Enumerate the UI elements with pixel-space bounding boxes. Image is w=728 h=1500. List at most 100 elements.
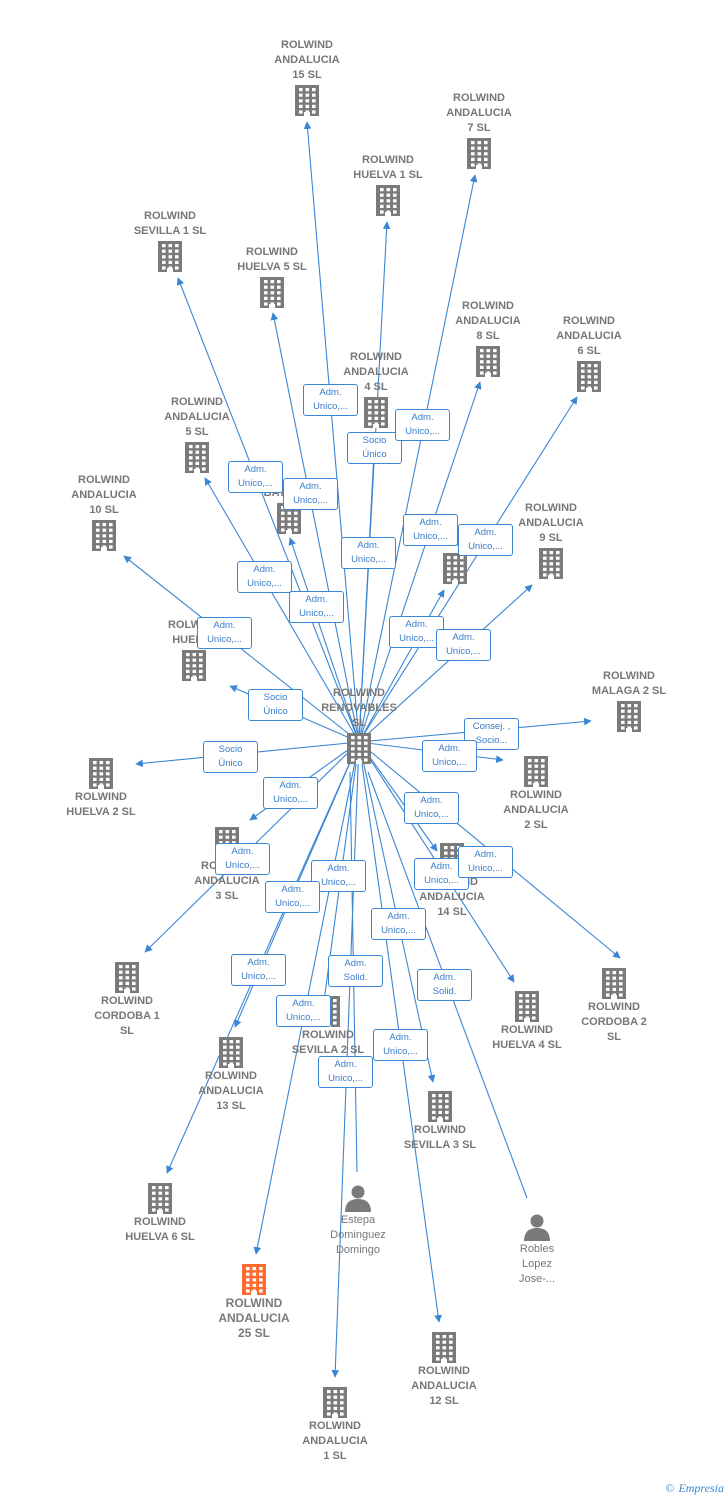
edge-role-label[interactable]: Adm. Unico,... <box>263 777 318 809</box>
edge-role-label[interactable]: Adm. Unico,... <box>373 1029 428 1061</box>
node-label: ROLWIND ANDALUCIA 6 SL <box>556 315 622 357</box>
person-node[interactable]: Robles Lopez Jose-... <box>482 1212 592 1287</box>
company-node[interactable]: ROLWIND ANDALUCIA 15 SL <box>252 38 362 117</box>
building-icon <box>219 1037 243 1068</box>
edge-role-label[interactable]: Adm. Unico,... <box>311 860 366 892</box>
edge-a10 <box>123 555 360 743</box>
edge-role-label[interactable]: Adm. Unico,... <box>197 617 252 649</box>
company-node[interactable]: ROLWIND ANDALUCIA 4 SL <box>321 350 431 429</box>
node-label: ROLWIND ANDALUCIA 9 SL <box>518 502 584 544</box>
building-icon <box>524 756 548 787</box>
company-node[interactable]: ROLWIND RENOVABLES SL <box>304 686 414 765</box>
company-node[interactable]: ROLWIND HUELVA 5 SL <box>217 245 327 309</box>
company-node[interactable]: ROLWIND SEVILLA 1 SL <box>115 209 225 273</box>
node-label: ROLWIND ANDALUCIA 5 SL <box>164 396 230 438</box>
company-node[interactable]: ROLWIND HUELVA 4 SL <box>472 989 582 1053</box>
edge-role-label[interactable]: Socio Único <box>347 432 402 464</box>
node-label: ROLWIND ANDALUCIA 1 SL <box>302 1420 368 1462</box>
company-node[interactable]: ROLWIND MALAGA 2 SL <box>574 669 684 733</box>
company-node[interactable]: ROLWIND ANDALUCIA 1 SL <box>280 1385 390 1464</box>
node-label: ROLWIND ANDALUCIA 12 SL <box>411 1365 477 1407</box>
company-node[interactable]: ROLWIND CORDOBA 2 SL <box>559 966 669 1045</box>
edge-role-label[interactable]: Adm. Unico,... <box>237 561 292 593</box>
company-node[interactable]: ROLWIND ANDALUCIA 12 SL <box>389 1330 499 1409</box>
node-label: ROLWIND ANDALUCIA 15 SL <box>274 39 340 81</box>
edge-role-label[interactable]: Adm. Unico,... <box>318 1056 373 1088</box>
company-node[interactable]: ROLWIND HUELVA 1 SL <box>333 153 443 217</box>
edge-role-label[interactable]: Adm. Unico,... <box>404 792 459 824</box>
node-label: ROLWIND HUELVA 2 SL <box>66 791 136 818</box>
building-icon <box>347 733 371 764</box>
node-label: ROLWIND MALAGA 2 SL <box>591 670 667 697</box>
edge-role-label[interactable]: Adm. Unico,... <box>276 995 331 1027</box>
building-icon <box>148 1183 172 1214</box>
edge-hu5 <box>270 312 360 743</box>
edge-se1 <box>176 277 360 743</box>
company-node[interactable]: ROLWIND ANDALUCIA 13 SL <box>176 1035 286 1114</box>
node-label: ROLWIND SEVILLA 2 SL <box>291 1029 365 1056</box>
node-label: ROLWIND SEVILLA 3 SL <box>403 1124 477 1151</box>
company-node[interactable]: ROLWIND ANDALUCIA 8 SL <box>433 299 543 378</box>
edge-role-label[interactable]: Adm. Unico,... <box>389 616 444 648</box>
node-label: ROLWIND HUELVA 4 SL <box>492 1024 562 1051</box>
person-icon <box>524 1214 550 1241</box>
building-icon <box>376 185 400 216</box>
edge-role-label[interactable]: Adm. Unico,... <box>436 629 491 661</box>
edge-a4 <box>358 432 379 743</box>
building-icon <box>577 361 601 392</box>
focus-company-node[interactable]: ROLWIND ANDALUCIA 25 SL <box>199 1262 309 1341</box>
node-label: Estepa Dominguez Domingo <box>330 1214 386 1256</box>
edge-role-label[interactable]: Adm. Unico,... <box>303 384 358 416</box>
edge-role-label[interactable]: Adm. Unico,... <box>215 843 270 875</box>
edge-a8 <box>358 381 482 743</box>
company-node[interactable]: ROLWIND ANDALUCIA 5 SL <box>142 395 252 474</box>
company-node[interactable]: ROLWIND ANDALUCIA 7 SL <box>424 91 534 170</box>
edge-role-label[interactable]: Adm. Solid. <box>328 955 383 987</box>
edge-a9 <box>358 584 533 743</box>
edge-role-label[interactable]: Adm. Unico,... <box>228 461 283 493</box>
edge-role-label[interactable]: Adm. Unico,... <box>371 908 426 940</box>
company-node[interactable]: ROLWIND CORDOBA 1 SL <box>72 960 182 1039</box>
edge-a7 <box>358 174 478 743</box>
building-icon <box>432 1332 456 1363</box>
company-node[interactable]: ROLWIND ANDALUCIA 9 SL <box>496 501 606 580</box>
edge-role-label[interactable]: Adm. Unico,... <box>395 409 450 441</box>
node-label: ROLWIND ANDALUCIA 25 SL <box>218 1296 290 1340</box>
edge-role-label[interactable]: Adm. Unico,... <box>458 846 513 878</box>
edge-role-label[interactable]: Consej. , Socio... <box>464 718 519 750</box>
node-label: ROLWIND SEVILLA 1 SL <box>133 210 207 237</box>
edge-role-label[interactable]: Adm. Solid. <box>417 969 472 1001</box>
company-node[interactable]: ROLWIND ANDALUCIA 10 SL <box>49 473 159 552</box>
node-label: ROLWIND CORDOBA 2 SL <box>581 1001 647 1043</box>
building-icon <box>295 85 319 116</box>
company-node[interactable]: ROLWIND ANDALUCIA 2 SL <box>481 754 591 833</box>
building-icon <box>260 277 284 308</box>
edge-role-label[interactable]: Adm. Unico,... <box>289 591 344 623</box>
node-label: ROLWIND ANDALUCIA 7 SL <box>446 92 512 134</box>
edge-role-label[interactable]: Adm. Unico,... <box>403 514 458 546</box>
edge-role-label[interactable]: Adm. Unico,... <box>341 537 396 569</box>
building-icon <box>158 241 182 272</box>
brand-watermark[interactable]: ©Empresia <box>665 1481 724 1496</box>
edge-role-label[interactable]: Adm. Unico,... <box>458 524 513 556</box>
building-icon <box>443 553 467 584</box>
node-label: ROLWIND CORDOBA 1 SL <box>94 995 160 1037</box>
company-node[interactable]: ROLWIND HUELVA 6 SL <box>105 1181 215 1245</box>
edge-role-label[interactable]: Socio Único <box>203 741 258 773</box>
node-label: ROLWIND HUELVA 6 SL <box>125 1216 195 1243</box>
node-label: ROLWIND HUELVA 1 SL <box>353 154 423 181</box>
person-node[interactable]: Estepa Dominguez Domingo <box>303 1183 413 1258</box>
edge-role-label[interactable]: Socio Único <box>248 689 303 721</box>
edge-role-label[interactable]: Adm. Unico,... <box>283 478 338 510</box>
edge-a5 <box>204 477 360 743</box>
edge-role-label[interactable]: Adm. Unico,... <box>231 954 286 986</box>
edge-role-label[interactable]: Adm. Unico,... <box>422 740 477 772</box>
company-node[interactable]: ROLWIND ANDALUCIA 6 SL <box>534 314 644 393</box>
company-node[interactable]: ROLWIND HUELVA 2 SL <box>46 756 156 820</box>
edge-role-label[interactable]: Adm. Unico,... <box>265 881 320 913</box>
company-node[interactable]: ROLWIND SEVILLA 3 SL <box>385 1089 495 1153</box>
edge-batt <box>288 537 360 743</box>
node-label: ROLWIND ANDALUCIA 4 SL <box>343 351 409 393</box>
building-icon <box>364 397 388 428</box>
